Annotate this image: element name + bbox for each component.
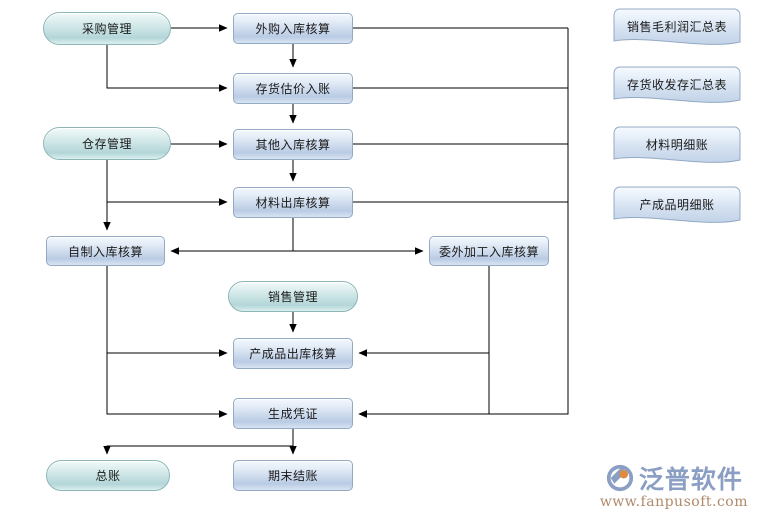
node-label: 销售管理: [267, 290, 318, 304]
document-shape: [613, 126, 741, 163]
node-xiaoshou[interactable]: 销售管理: [228, 281, 358, 312]
node-zongzhang[interactable]: 总账: [46, 460, 170, 491]
node-cangcun[interactable]: 仓存管理: [43, 127, 171, 160]
node-label: 存货收发存汇总表: [626, 78, 727, 92]
node-cunhuo_gujia[interactable]: 存货估价入账: [233, 73, 353, 104]
node-chanchengpin[interactable]: 产成品出库核算: [233, 338, 353, 369]
edge-shengcheng-zongzhang: [103, 429, 294, 455]
node-label: 外购入库核算: [255, 22, 331, 36]
node-label: 产成品出库核算: [249, 347, 337, 361]
watermark: 泛普软件 www.fanpusoft.com: [600, 460, 748, 510]
watermark-brand: 泛普软件: [638, 465, 743, 494]
node-report_chanpin[interactable]: 产成品明细账: [613, 186, 741, 229]
node-label: 生成凭证: [267, 407, 318, 421]
node-qimo[interactable]: 期末结账: [233, 460, 353, 491]
node-label: 产成品明细账: [639, 198, 715, 212]
node-qita_ruku[interactable]: 其他入库核算: [233, 129, 353, 160]
node-shengcheng[interactable]: 生成凭证: [233, 398, 353, 429]
node-waigou[interactable]: 外购入库核算: [233, 13, 353, 44]
node-label: 仓存管理: [81, 137, 132, 151]
document-shape: [613, 8, 741, 45]
node-label: 存货估价入账: [255, 82, 331, 96]
edge-caigou-gujia: [106, 45, 228, 92]
edge-weiwai-chanchengpin: [358, 266, 490, 357]
watermark-url: www.fanpusoft.com: [599, 494, 748, 510]
node-label: 销售毛利润汇总表: [626, 20, 727, 34]
edge-zizhi-shengcheng: [106, 353, 228, 418]
node-label: 期末结账: [267, 469, 318, 483]
node-label: 自制入库核算: [67, 244, 143, 259]
edge-cailiao-zizhi: [170, 218, 294, 255]
node-label: 材料明细账: [645, 138, 709, 152]
document-shape: [613, 186, 741, 223]
node-label: 委外加工入库核算: [438, 244, 539, 259]
node-label: 其他入库核算: [255, 138, 331, 152]
edge-zizhi-chanchengpin: [106, 266, 228, 357]
node-caigou[interactable]: 采购管理: [43, 12, 171, 45]
edge-weiwai-shengcheng: [358, 353, 490, 418]
edge-report-bus-shengcheng: [358, 28, 569, 418]
node-label: 材料出库核算: [255, 196, 331, 210]
node-zizhi_ruku[interactable]: 自制入库核算: [46, 236, 165, 266]
document-shape: [613, 66, 741, 103]
node-label: 采购管理: [81, 22, 132, 36]
node-cailiao_chuku[interactable]: 材料出库核算: [233, 187, 353, 218]
node-report_cailiao[interactable]: 材料明细账: [613, 126, 741, 169]
node-report_shoufa[interactable]: 存货收发存汇总表: [613, 66, 741, 109]
node-report_maoli[interactable]: 销售毛利润汇总表: [613, 8, 741, 51]
edge-cangcun-cailiao: [106, 160, 228, 206]
node-weiwai[interactable]: 委外加工入库核算: [429, 236, 549, 266]
fanpu-logo-icon: [606, 464, 634, 492]
node-label: 总账: [95, 469, 121, 483]
